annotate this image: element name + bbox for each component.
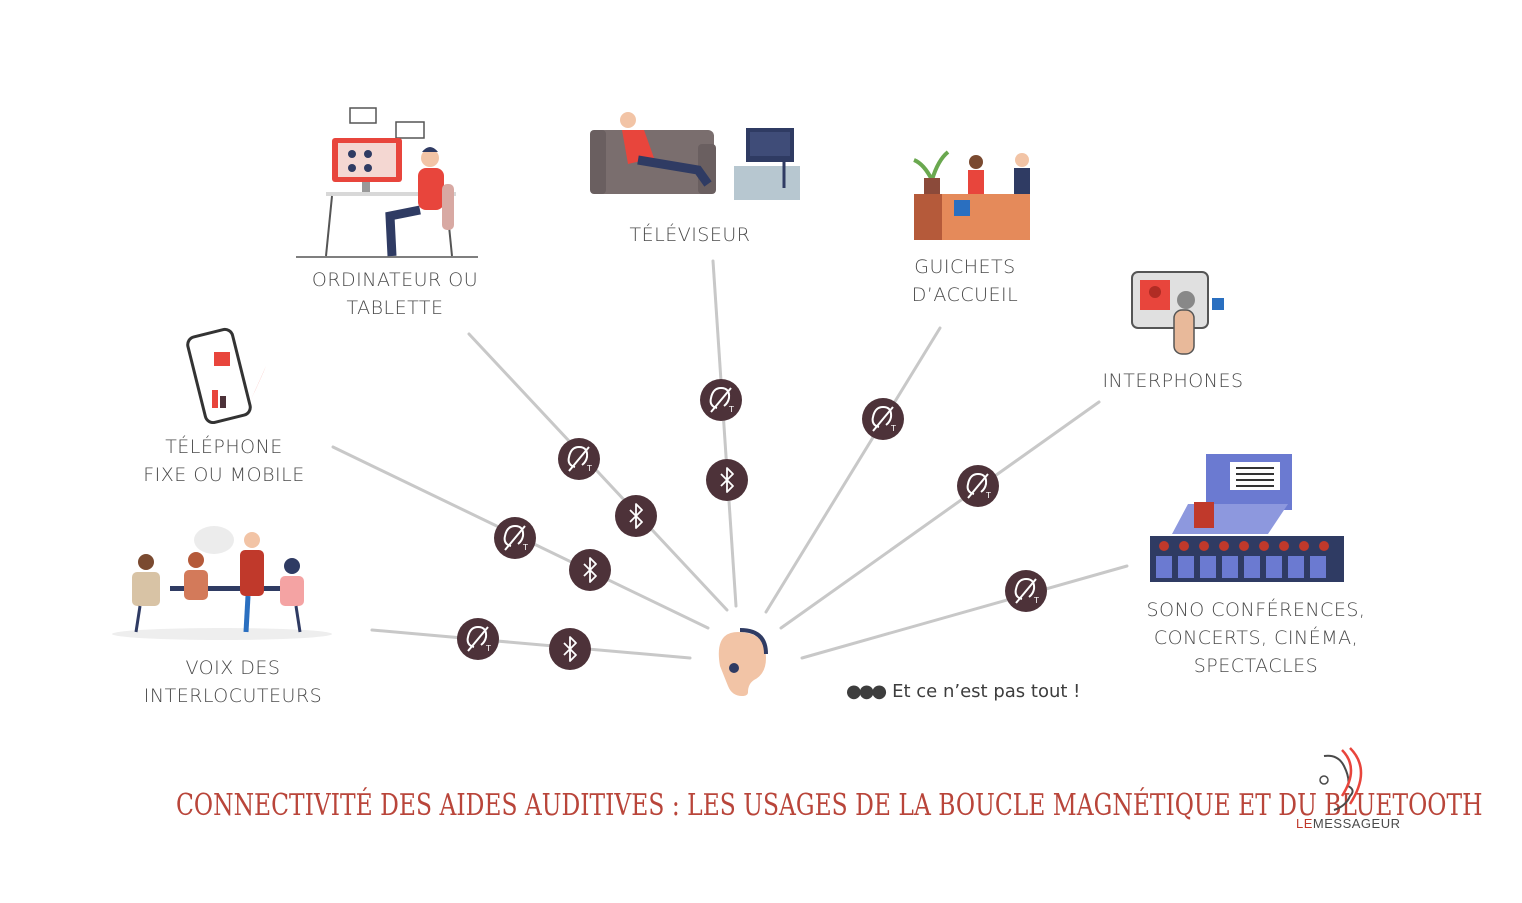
more-note: ●●●Et ce n’est pas tout ! [846,681,1080,702]
line-venues [800,564,1129,660]
label-computer-line1: ORDINATEUR OU [311,269,479,291]
computer-user-illustration [296,107,478,258]
line-computer [467,332,729,612]
tv-viewer-illustration [590,112,800,200]
brand-messageur: MESSAGEUR [1312,816,1401,831]
page-title: CONNECTIVITÉ DES AIDES AUDITIVES : LES U… [176,788,1483,823]
label-intercom: INTERPHONES [1102,370,1244,392]
bluetooth-icon [614,494,658,538]
brand-name: LEMESSAGEUR [1296,816,1400,831]
label-venues-line1: SONO CONFÉRENCES, [1146,599,1366,621]
label-phone-line1: TÉLÉPHONE [165,436,283,458]
label-phone: TÉLÉPHONE FIXE OU MOBILE [134,433,314,489]
hearing-loop-t-icon [699,378,743,422]
line-desk [764,326,942,614]
le-messageur-logo-icon [1319,747,1363,811]
ellipsis-dots-icon: ●●● [846,681,887,702]
label-computer-line2: TABLETTE [346,297,444,319]
hearing-loop-t-icon [956,464,1000,508]
conversation-group-illustration [112,526,332,640]
label-computer: ORDINATEUR OU TABLETTE [300,266,490,322]
bluetooth-icon [705,458,749,502]
line-intercom [779,400,1101,630]
hearing-loop-t-icon [557,437,601,481]
bluetooth-icon [568,548,612,592]
reception-desk-illustration [913,150,1030,240]
label-tv: TÉLÉVISEUR [629,224,751,246]
more-text: Et ce n’est pas tout ! [892,681,1081,702]
brand-le: LE [1296,816,1313,831]
ear-hearing-aid-icon [718,628,768,696]
label-venues-line3: SPECTACLES [1193,655,1319,677]
smartphone-illustration [186,327,266,424]
label-desk: GUICHETS D’ACCUEIL [911,256,1019,306]
intercom-illustration [1131,271,1224,355]
hearing-loop-t-icon [861,397,905,441]
label-phone-line2: FIXE OU MOBILE [143,464,305,486]
label-venues: SONO CONFÉRENCES, CONCERTS, CINÉMA, SPEC… [1140,596,1372,680]
conference-hall-illustration [1150,454,1344,582]
hearing-loop-t-icon [1004,569,1048,613]
hearing-loop-t-icon [456,617,500,661]
hearing-loop-t-icon [493,516,537,560]
line-voices [370,628,692,660]
line-tv [711,259,738,608]
bluetooth-icon [548,627,592,671]
label-voices: VOIX DES INTERLOCUTEURS [143,657,323,707]
label-venues-line2: CONCERTS, CINÉMA, [1153,627,1359,649]
